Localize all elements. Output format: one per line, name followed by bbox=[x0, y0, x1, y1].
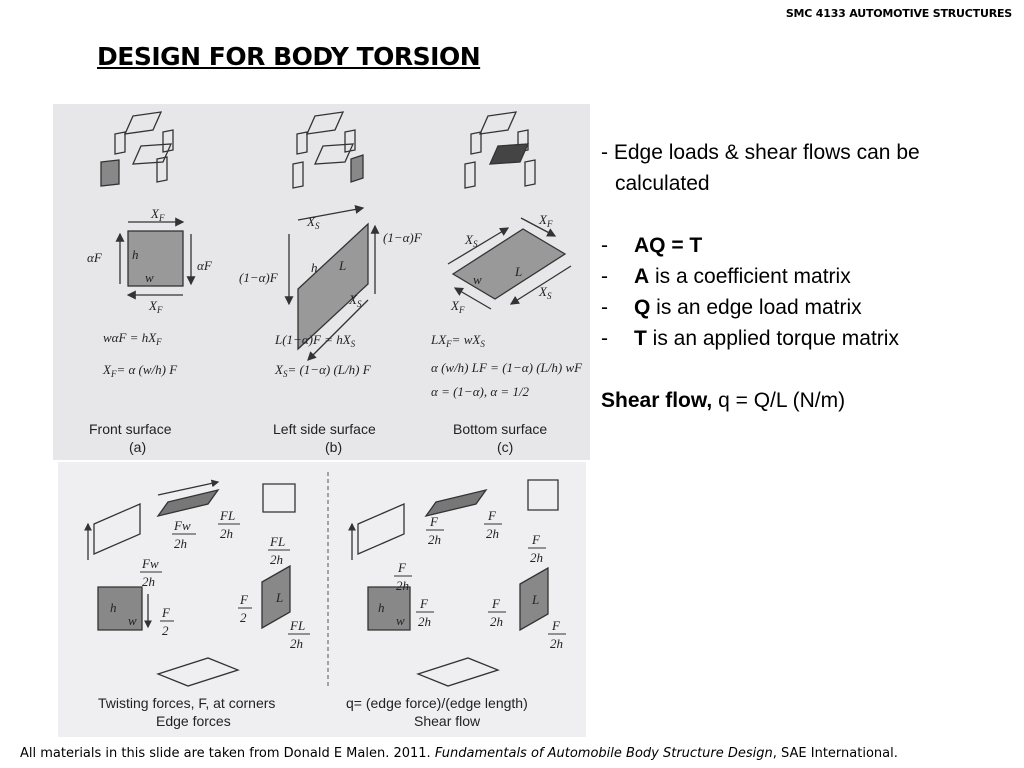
l-b-label: L bbox=[338, 258, 346, 273]
eq-b2: XS= (1−α) (L/h) F bbox=[274, 362, 372, 379]
eq-a1: wαF = hXF bbox=[103, 330, 162, 347]
figure-edge-forces: Fw 2h FL 2h Fw 2h FL 2h F 2 F 2 FL 2h h … bbox=[58, 462, 586, 737]
caption-c-sub: (c) bbox=[497, 439, 513, 455]
h-label: h bbox=[132, 247, 139, 262]
eq-c1: LXF= wXS bbox=[430, 332, 485, 349]
left-force-label: αF bbox=[87, 250, 103, 265]
xs-bottom-label: XS bbox=[348, 292, 362, 309]
svg-text:Fw: Fw bbox=[173, 518, 191, 533]
x-bottom-label: XF bbox=[148, 298, 163, 315]
svg-text:F: F bbox=[551, 618, 561, 633]
caption-c: Bottom surface bbox=[453, 421, 547, 437]
bottom-exploded-box bbox=[464, 111, 536, 189]
svg-text:2h: 2h bbox=[142, 574, 155, 589]
xf-top-c-label: XF bbox=[538, 212, 553, 229]
svg-text:2h: 2h bbox=[174, 536, 187, 551]
edge-forces-diagram bbox=[84, 479, 296, 687]
caption-edge-forces-1: Twisting forces, F, at corners bbox=[98, 695, 275, 711]
svg-text:2h: 2h bbox=[290, 636, 303, 651]
svg-text:2: 2 bbox=[240, 610, 247, 625]
svg-text:F: F bbox=[161, 605, 171, 620]
svg-text:F: F bbox=[491, 596, 501, 611]
svg-text:2h: 2h bbox=[220, 526, 233, 541]
svg-text:w: w bbox=[128, 613, 137, 628]
caption-a-sub: (a) bbox=[129, 439, 146, 455]
svg-text:F: F bbox=[487, 508, 497, 523]
svg-text:2h: 2h bbox=[490, 614, 503, 629]
caption-a: Front surface bbox=[89, 421, 172, 437]
xs-top-label: XS bbox=[306, 214, 320, 231]
xf-bottom-c-label: XF bbox=[450, 298, 465, 315]
caption-b-sub: (b) bbox=[325, 439, 342, 455]
svg-text:F: F bbox=[239, 592, 249, 607]
page-title: DESIGN FOR BODY TORSION bbox=[97, 42, 481, 71]
right-force-label: αF bbox=[197, 258, 213, 273]
svg-text:h: h bbox=[110, 600, 117, 615]
svg-text:w: w bbox=[396, 613, 405, 628]
figure-surfaces: XF XF αF αF h w wαF = hXF XF= α (w/h) F … bbox=[53, 104, 590, 460]
bullet-a-matrix: - A is a coefficient matrix bbox=[601, 265, 851, 288]
caption-shear-flow-1: q= (edge force)/(edge length) bbox=[346, 695, 528, 711]
svg-text:2h: 2h bbox=[418, 614, 431, 629]
svg-text:h: h bbox=[378, 600, 385, 615]
eq-c3: α = (1−α), α = 1/2 bbox=[431, 384, 530, 399]
intro-line-2: calculated bbox=[615, 172, 710, 195]
svg-text:F: F bbox=[531, 532, 541, 547]
caption-edge-forces-2: Edge forces bbox=[156, 713, 231, 729]
l-c-label: L bbox=[514, 264, 522, 279]
svg-text:FL: FL bbox=[269, 534, 285, 549]
eq-b1: L(1−α)F = hXS bbox=[274, 332, 356, 349]
svg-text:F: F bbox=[429, 514, 439, 529]
bullet-q-matrix: - Q is an edge load matrix bbox=[601, 296, 862, 319]
bottom-surface-diagram: XF XS XF XS w L LXF= wXS α (w/h) LF = (1… bbox=[430, 212, 583, 455]
svg-text:FL: FL bbox=[289, 618, 305, 633]
x-top-label: XF bbox=[150, 206, 165, 223]
svg-text:2h: 2h bbox=[396, 578, 409, 593]
front-exploded-box bbox=[100, 111, 174, 187]
bullet-list: - Edge loads & shear flows can be calcul… bbox=[601, 137, 1011, 416]
svg-text:L: L bbox=[531, 592, 539, 607]
source-citation: All materials in this slide are taken fr… bbox=[20, 746, 898, 761]
left-force-b-label: (1−α)F bbox=[239, 270, 279, 285]
xs-right-c-label: XS bbox=[538, 284, 552, 301]
left-side-exploded-box bbox=[292, 111, 364, 189]
eq-a2: XF= α (w/h) F bbox=[102, 362, 178, 379]
w-c-label: w bbox=[473, 272, 482, 287]
edge-forces-labels: Fw 2h FL 2h Fw 2h FL 2h F 2 F 2 FL 2h h … bbox=[98, 508, 310, 729]
svg-text:2h: 2h bbox=[486, 526, 499, 541]
left-side-surface-diagram: XS XS (1−α)F (1−α)F h L L(1−α)F = hXS XS… bbox=[239, 204, 423, 455]
svg-text:2h: 2h bbox=[270, 552, 283, 567]
right-force-b-label: (1−α)F bbox=[383, 230, 423, 245]
shear-flow-diagram bbox=[348, 479, 559, 687]
svg-text:F: F bbox=[397, 560, 407, 575]
caption-shear-flow-2: Shear flow bbox=[414, 713, 481, 729]
eq-c2: α (w/h) LF = (1−α) (L/h) wF bbox=[431, 360, 583, 375]
svg-text:F: F bbox=[419, 596, 429, 611]
svg-text:L: L bbox=[275, 590, 283, 605]
bullet-aq-t: - AQ = T bbox=[601, 234, 703, 257]
intro-line-1: - Edge loads & shear flows can be bbox=[601, 141, 920, 164]
course-header: SMC 4133 AUTOMOTIVE STRUCTURES bbox=[785, 7, 1012, 20]
front-surface-diagram: XF XF αF αF h w wαF = hXF XF= α (w/h) F … bbox=[87, 206, 213, 455]
svg-text:FL: FL bbox=[219, 508, 235, 523]
xs-side-c-label: XS bbox=[464, 232, 478, 249]
bullet-t-matrix: - T is an applied torque matrix bbox=[601, 327, 899, 350]
h-b-label: h bbox=[311, 260, 318, 275]
caption-b: Left side surface bbox=[273, 421, 376, 437]
shear-flow-formula: Shear flow, q = Q/L (N/m) bbox=[601, 389, 846, 412]
svg-text:2: 2 bbox=[162, 623, 169, 638]
w-label: w bbox=[145, 270, 154, 285]
svg-text:2h: 2h bbox=[428, 532, 441, 547]
svg-text:2h: 2h bbox=[530, 550, 543, 565]
shear-flow-labels: F 2h F 2h F 2h F 2h F 2h F 2h F 2h h w L… bbox=[346, 508, 566, 729]
svg-text:2h: 2h bbox=[550, 636, 563, 651]
svg-text:Fw: Fw bbox=[141, 556, 159, 571]
